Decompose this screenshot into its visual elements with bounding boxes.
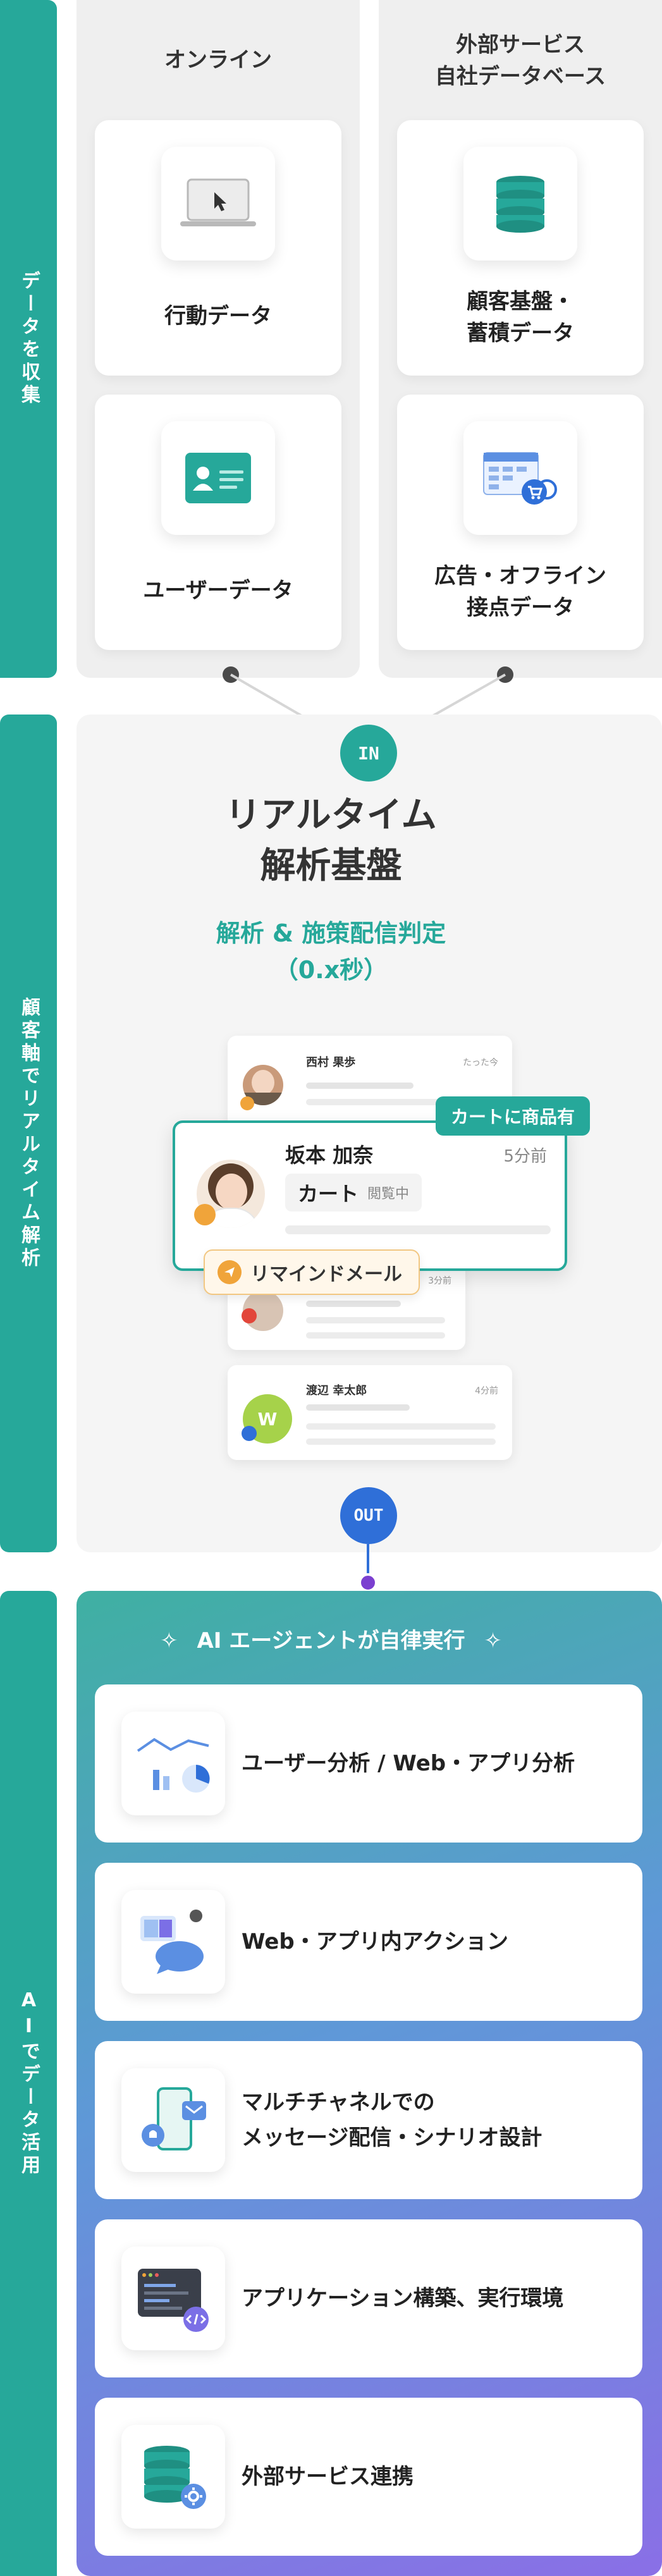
sparkle-icon: ✧ [484,1628,502,1653]
in-badge-label: IN [358,742,379,764]
ai-item-in-app: Web・アプリ内アクション [95,1863,642,2021]
status-chip: カート 閲覧中 [285,1174,422,1211]
status-dot [240,1096,254,1110]
ai-item-external-integration-label: 外部サービス連携 [242,2459,414,2494]
placeholder-bar [306,1438,496,1445]
customer-base-card: 顧客基盤・ 蓄積データ [397,120,644,376]
customer-base-label-line2: 蓄積データ [467,321,574,346]
out-connector-line [367,1544,369,1576]
database-gear-icon [121,2425,225,2529]
external-header-line1: 外部サービス [456,32,585,58]
section-label-collect: データを収集 [0,0,57,678]
database-icon [463,147,577,261]
status-dot [194,1204,216,1225]
ai-item-analytics-label: ユーザー分析 / Web・アプリ分析 [242,1746,575,1781]
ai-item-in-app-label: Web・アプリ内アクション [242,1924,508,1960]
placeholder-bar [306,1083,414,1089]
ai-item-multichannel: マルチチャネルでの メッセージ配信・シナリオ設計 [95,2041,642,2199]
user-data-card: ユーザーデータ [95,395,341,650]
user-time: 3分前 [428,1276,451,1286]
in-badge: IN [340,725,397,782]
laptop-cursor-icon [161,147,275,261]
placeholder-bar [306,1301,401,1307]
behavior-data-label: 行動データ [164,304,272,329]
external-header-line2: 自社データベース [434,64,606,89]
ad-offline-label-line2: 接点データ [467,595,574,620]
status-chip-sub: 閲覧中 [367,1186,410,1202]
section-label-collect-text: データを収集 [18,271,40,407]
status-dot [242,1426,257,1441]
status-chip-label: カート [298,1182,359,1206]
placeholder-bar [306,1099,496,1105]
placeholder-bar [306,1332,445,1339]
analysis-subtitle-line1: 解析 & 施策配信判定 [216,919,446,947]
out-badge: OUT [340,1487,397,1544]
placeholder-bar [306,1423,496,1430]
online-header: オンライン [164,47,272,73]
ai-item-external-integration: 外部サービス連携 [95,2398,642,2556]
in-connector-lines [230,673,506,747]
remind-mail-badge: リマインドメール [204,1249,420,1295]
ai-header-label: AI エージェントが自律実行 [197,1628,465,1653]
ad-calendar-cart-icon [463,421,577,535]
user-card: W 渡辺 幸太郎 4分前 [228,1365,512,1460]
cart-tag: カートに商品有 [436,1096,590,1136]
online-column: オンライン 行動データ ユーザーデータ [77,0,360,683]
remind-mail-label: リマインドメール [250,1263,402,1285]
ai-item-line1: ユーザー分析 / Web・アプリ分析 [242,1751,575,1776]
behavior-data-card: 行動データ [95,120,341,376]
external-column: 外部サービス 自社データベース 顧客基盤・ 蓄積データ [379,0,662,683]
focused-user-card: 坂本 加奈 5分前 カート 閲覧中 [173,1120,567,1271]
user-time: 5分前 [503,1147,547,1166]
analysis-subtitle-line2: （0.x秒） [274,956,388,984]
analysis-title-line2: 解析基盤 [260,845,402,886]
ad-offline-card: 広告・オフライン 接点データ [397,395,644,650]
out-badge-label: OUT [353,1506,384,1525]
placeholder-bar [306,1317,445,1323]
user-time: たった今 [463,1058,498,1068]
ai-item-app-build: アプリケーション構築、実行環境 [95,2219,642,2377]
section-label-ai-text: AIでデータ活用 [18,1989,40,2178]
analysis-title-line1: リアルタイム [225,795,437,836]
placeholder-bar [285,1225,551,1234]
code-window-icon [121,2247,225,2350]
multichannel-phone-icon [121,2068,225,2172]
user-name: 渡辺 幸太郎 [306,1384,367,1397]
ai-header: ✧ AI エージェントが自律実行 ✧ [0,1625,662,1657]
user-name: 西村 果歩 [306,1056,356,1069]
ai-item-analytics: ユーザー分析 / Web・アプリ分析 [95,1684,642,1843]
section-label-analyze: 顧客軸でリアルタイム解析 [0,715,57,1552]
avatar-initial: W [257,1408,278,1430]
ai-item-line1: Web・アプリ内アクション [242,1929,508,1954]
sparkle-icon: ✧ [160,1628,178,1653]
status-dot [242,1308,257,1323]
user-time: 4分前 [475,1386,498,1396]
ai-item-line1: マルチチャネルでの [242,2090,435,2115]
id-card-icon [161,421,275,535]
ai-item-line2: メッセージ配信・シナリオ設計 [242,2125,542,2150]
out-connector-dot [359,1573,377,1592]
ai-item-app-build-label: アプリケーション構築、実行環境 [242,2281,563,2316]
section-label-ai: AIでデータ活用 [0,1591,57,2576]
analytics-chart-icon [121,1712,225,1815]
ad-offline-label-line1: 広告・オフライン [434,563,606,589]
ai-item-multichannel-label: マルチチャネルでの メッセージ配信・シナリオ設計 [242,2085,542,2156]
send-icon [218,1260,242,1284]
ai-item-line1: 外部サービス連携 [242,2464,414,2489]
user-name: 坂本 加奈 [285,1143,374,1167]
customer-base-label-line1: 顧客基盤・ [467,289,574,314]
placeholder-bar [306,1404,410,1411]
section-label-analyze-text: 顧客軸でリアルタイム解析 [18,997,40,1270]
ai-item-line1: アプリケーション構築、実行環境 [242,2286,564,2311]
user-data-label: ユーザーデータ [143,578,293,603]
in-app-chat-icon [121,1890,225,1994]
